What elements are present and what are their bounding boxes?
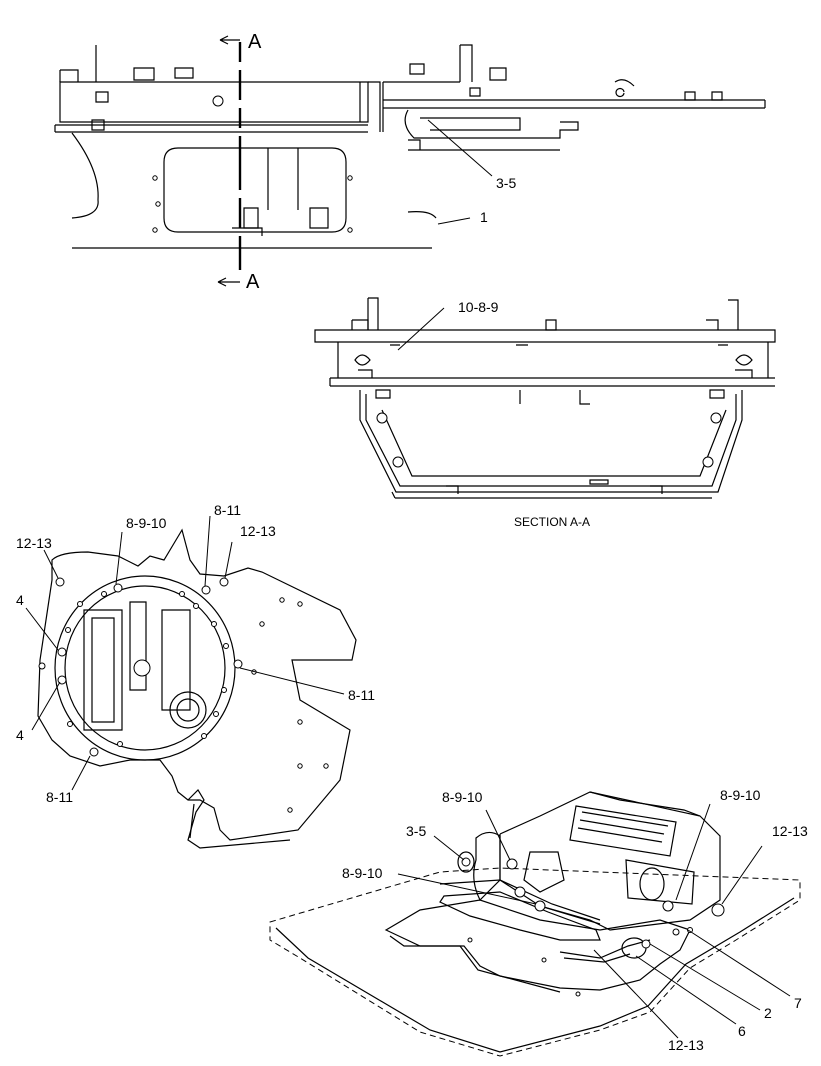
iso-callout-6: 6	[738, 1023, 746, 1039]
callout-10-8-9: 10-8-9	[458, 299, 499, 315]
callout-12-13-right: 12-13	[240, 523, 276, 539]
section-marker-top: A	[248, 31, 262, 53]
iso-callout-3-5: 3-5	[406, 823, 426, 839]
iso-callout-12-13-bottom: 12-13	[668, 1037, 704, 1053]
callout-8-11-right: 8-11	[348, 687, 375, 703]
iso-callout-8-9-10-mid: 8-9-10	[342, 865, 383, 881]
callout-8-11-top: 8-11	[214, 502, 241, 518]
iso-callout-7: 7	[794, 995, 802, 1011]
callout-4-lower: 4	[16, 727, 24, 743]
section-view: 10-8-9 SECTION A-A	[314, 297, 776, 529]
callout-8-11-bottom: 8-11	[46, 789, 73, 805]
callout-1: 1	[480, 209, 488, 225]
iso-view: 8-9-10 8-9-10 3-5 12-13 8-9-10 7 2 6 12-…	[269, 787, 808, 1057]
section-caption: SECTION A-A	[514, 515, 590, 529]
section-marker-bottom: A	[246, 271, 260, 293]
top-view: A A 3-5 1	[54, 31, 766, 293]
iso-callout-12-13-right: 12-13	[772, 823, 808, 839]
callout-4-upper: 4	[16, 592, 24, 608]
callout-8-9-10: 8-9-10	[126, 515, 167, 531]
callout-12-13-left: 12-13	[16, 535, 52, 551]
plate-view: 8-9-10 8-11 12-13 12-13 4 4 8-11 8-11	[16, 502, 375, 849]
iso-callout-8-9-10-right: 8-9-10	[720, 787, 761, 803]
callout-3-5: 3-5	[496, 175, 516, 191]
iso-callout-2: 2	[764, 1005, 772, 1021]
iso-callout-8-9-10-top: 8-9-10	[442, 789, 483, 805]
